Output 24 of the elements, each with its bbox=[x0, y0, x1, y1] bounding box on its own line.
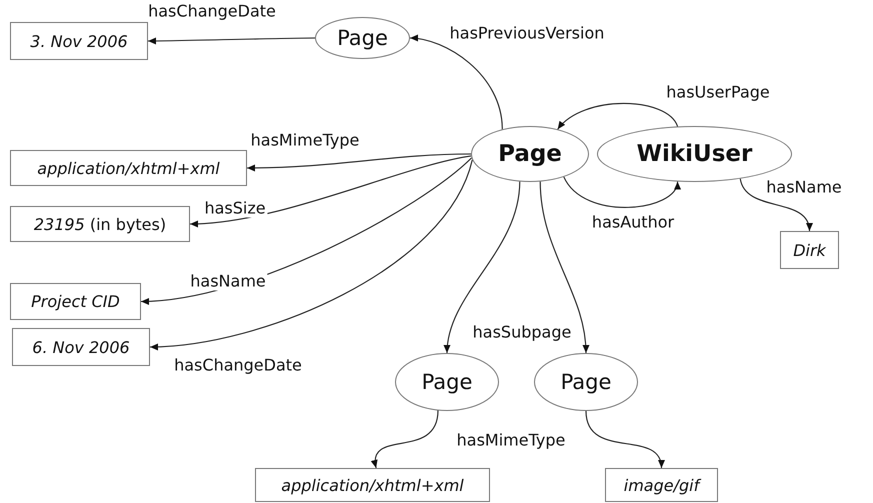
arrow bbox=[540, 182, 589, 354]
arrow bbox=[150, 160, 473, 350]
arrow bbox=[740, 178, 812, 232]
class-ellipse: Page bbox=[315, 17, 410, 59]
arrow bbox=[247, 153, 471, 172]
arrow bbox=[444, 182, 520, 354]
arrow bbox=[563, 176, 679, 208]
literal-box: Dirk bbox=[780, 231, 839, 269]
arrow bbox=[585, 410, 664, 468]
literal-box: 23195 (in bytes) bbox=[10, 206, 190, 242]
literal-box: 6. Nov 2006 bbox=[12, 328, 150, 366]
class-ellipse: Page bbox=[395, 353, 499, 411]
literal-box: image/gif bbox=[605, 468, 718, 502]
arrow bbox=[190, 155, 472, 228]
arrow bbox=[372, 410, 439, 468]
literal-box: 3. Nov 2006 bbox=[10, 22, 148, 60]
class-ellipse: Page bbox=[471, 126, 589, 182]
literal-box: application/xhtml+xml bbox=[255, 468, 490, 502]
arrow bbox=[410, 35, 503, 130]
arrow bbox=[148, 37, 315, 44]
class-ellipse: Page bbox=[534, 353, 638, 411]
literal-box: Project CID bbox=[10, 283, 141, 320]
arrow bbox=[557, 102, 678, 130]
literal-box: application/xhtml+xml bbox=[10, 150, 247, 186]
